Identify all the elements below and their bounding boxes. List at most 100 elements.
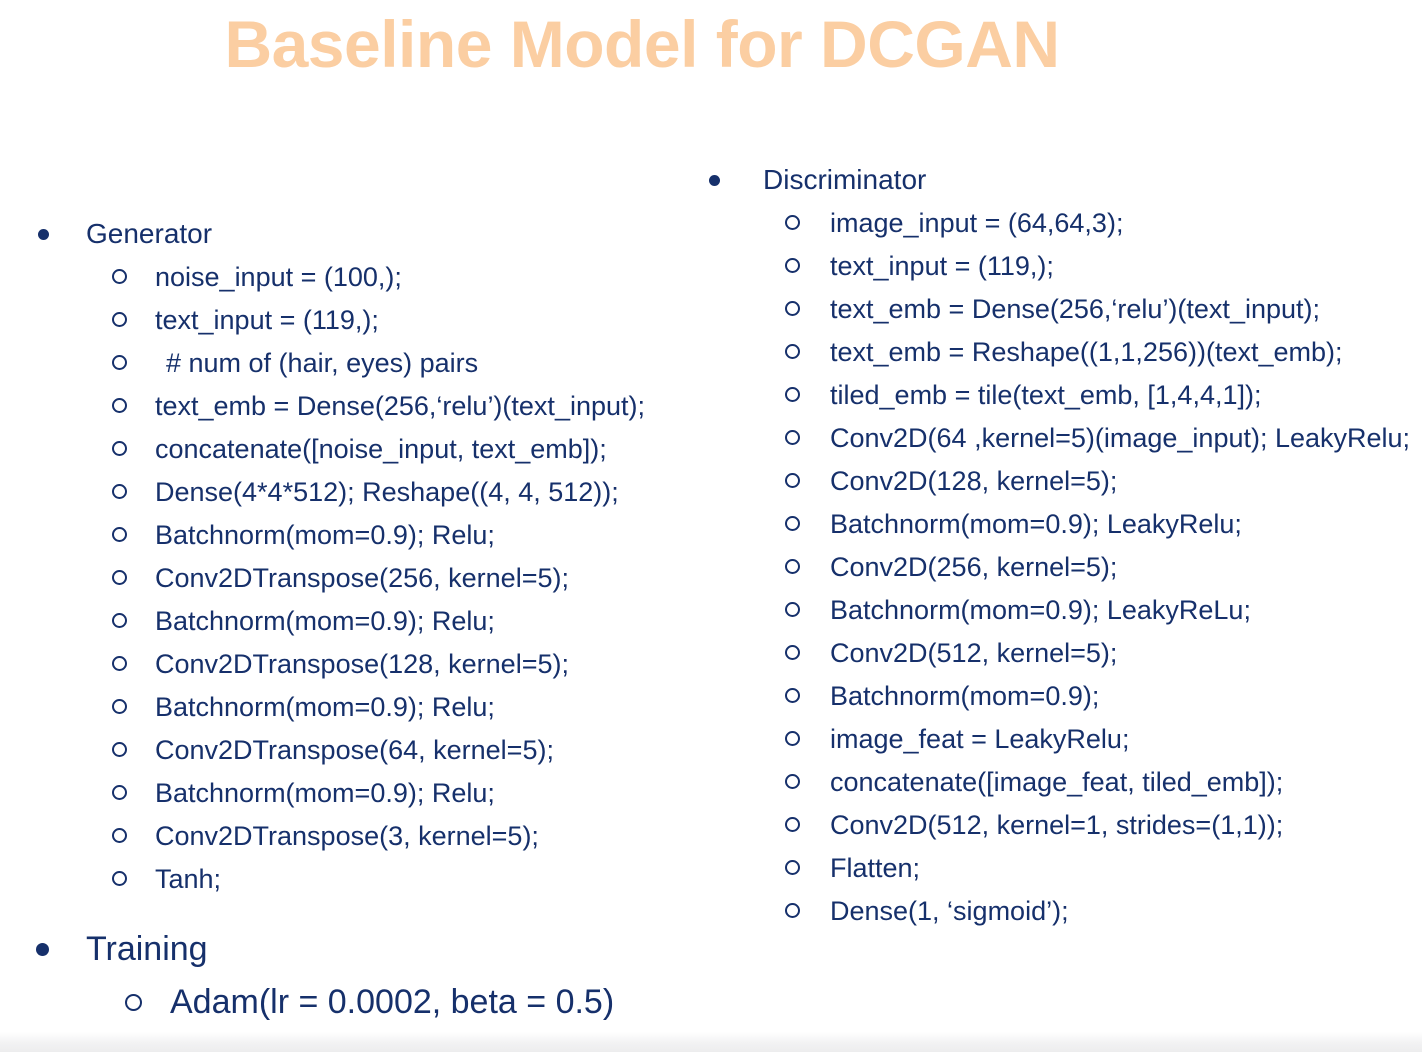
list-item: Conv2DTranspose(64, kernel=5); xyxy=(20,729,700,772)
filled-bullet-icon xyxy=(38,212,54,256)
discriminator-heading-label: Discriminator xyxy=(763,164,927,195)
hollow-bullet-icon xyxy=(112,557,127,600)
list-item: Conv2D(512, kernel=1, strides=(1,1)); xyxy=(695,804,1422,847)
hollow-bullet-icon xyxy=(785,503,800,546)
list-item: image_feat = LeakyRelu; xyxy=(695,718,1422,761)
generator-heading-label: Generator xyxy=(86,218,213,249)
list-item-label: Tanh; xyxy=(155,864,222,894)
hollow-bullet-icon xyxy=(785,374,800,417)
list-item-label: Conv2D(512, kernel=5); xyxy=(830,638,1118,668)
right-column: Discriminator image_input = (64,64,3); t… xyxy=(695,158,1422,933)
filled-bullet-icon xyxy=(709,158,725,202)
hollow-bullet-icon xyxy=(112,299,127,342)
generator-heading: Generator xyxy=(20,212,700,256)
list-item-label: image_input = (64,64,3); xyxy=(830,208,1124,238)
list-item-label: Conv2D(512, kernel=1, strides=(1,1)); xyxy=(830,810,1284,840)
list-item-label: tiled_emb = tile(text_emb, [1,4,4,1]); xyxy=(830,380,1262,410)
list-item: Dense(4*4*512); Reshape((4, 4, 512)); xyxy=(20,471,700,514)
list-item: Conv2D(512, kernel=5); xyxy=(695,632,1422,675)
list-item: Conv2DTranspose(3, kernel=5); xyxy=(20,815,700,858)
list-item-label: Batchnorm(mom=0.9); Relu; xyxy=(155,606,495,636)
list-item-label: text_emb = Dense(256,‘relu’)(text_input)… xyxy=(155,391,645,421)
list-item: Conv2D(256, kernel=5); xyxy=(695,546,1422,589)
discriminator-group: Discriminator image_input = (64,64,3); t… xyxy=(695,158,1422,933)
hollow-bullet-icon xyxy=(785,245,800,288)
hollow-bullet-icon xyxy=(785,202,800,245)
list-item-label: Batchnorm(mom=0.9); LeakyRelu; xyxy=(830,509,1242,539)
training-heading: Training xyxy=(20,923,700,975)
list-item: Batchnorm(mom=0.9); Relu; xyxy=(20,686,700,729)
list-item-label: image_feat = LeakyRelu; xyxy=(830,724,1130,754)
hollow-bullet-icon xyxy=(785,589,800,632)
hollow-bullet-icon xyxy=(785,718,800,761)
list-item: Batchnorm(mom=0.9); LeakyRelu; xyxy=(695,503,1422,546)
list-item-label: Batchnorm(mom=0.9); LeakyReLu; xyxy=(830,595,1251,625)
list-item-label: text_emb = Dense(256,‘relu’)(text_input)… xyxy=(830,294,1320,324)
hollow-bullet-icon xyxy=(112,471,127,514)
left-column: Generator noise_input = (100,); text_inp… xyxy=(20,212,700,1029)
list-item: Batchnorm(mom=0.9); xyxy=(695,675,1422,718)
list-item-label: noise_input = (100,); xyxy=(155,262,402,292)
list-item-label: Batchnorm(mom=0.9); Relu; xyxy=(155,692,495,722)
list-item-label: Adam(lr = 0.0002, beta = 0.5) xyxy=(170,983,615,1021)
hollow-bullet-icon xyxy=(125,975,142,1029)
list-item: Conv2DTranspose(128, kernel=5); xyxy=(20,643,700,686)
list-item: Batchnorm(mom=0.9); Relu; xyxy=(20,514,700,557)
list-item-label: text_emb = Reshape((1,1,256))(text_emb); xyxy=(830,337,1343,367)
list-item: Adam(lr = 0.0002, beta = 0.5) xyxy=(20,975,700,1029)
list-item: concatenate([image_feat, tiled_emb]); xyxy=(695,761,1422,804)
hollow-bullet-icon xyxy=(112,342,127,385)
list-item: Batchnorm(mom=0.9); LeakyReLu; xyxy=(695,589,1422,632)
bottom-chrome-band xyxy=(0,1032,1422,1052)
list-item: Dense(1, ‘sigmoid’); xyxy=(695,890,1422,933)
hollow-bullet-icon xyxy=(112,815,127,858)
list-item-label: concatenate([noise_input, text_emb]); xyxy=(155,434,607,464)
list-item-label: Batchnorm(mom=0.9); Relu; xyxy=(155,520,495,550)
hollow-bullet-icon xyxy=(112,385,127,428)
list-item: Conv2D(128, kernel=5); xyxy=(695,460,1422,503)
hollow-bullet-icon xyxy=(785,847,800,890)
list-item-label: Conv2DTranspose(64, kernel=5); xyxy=(155,735,554,765)
hollow-bullet-icon xyxy=(785,417,800,460)
list-item-label: Batchnorm(mom=0.9); Relu; xyxy=(155,778,495,808)
hollow-bullet-icon xyxy=(785,331,800,374)
generator-group: Generator noise_input = (100,); text_inp… xyxy=(20,212,700,901)
list-item-label: Batchnorm(mom=0.9); xyxy=(830,681,1100,711)
list-item-label: Conv2D(256, kernel=5); xyxy=(830,552,1118,582)
list-item-label: Dense(1, ‘sigmoid’); xyxy=(830,896,1069,926)
hollow-bullet-icon xyxy=(785,460,800,503)
list-item-label: Conv2DTranspose(3, kernel=5); xyxy=(155,821,539,851)
list-item-label: text_input = (119,); xyxy=(830,251,1054,281)
list-item: text_input = (119,); xyxy=(20,299,700,342)
hollow-bullet-icon xyxy=(785,890,800,933)
training-group: Training Adam(lr = 0.0002, beta = 0.5) xyxy=(20,923,700,1029)
hollow-bullet-icon xyxy=(112,600,127,643)
list-item: Tanh; xyxy=(20,858,700,901)
list-item: image_input = (64,64,3); xyxy=(695,202,1422,245)
list-item-label: Dense(4*4*512); Reshape((4, 4, 512)); xyxy=(155,477,619,507)
hollow-bullet-icon xyxy=(112,643,127,686)
list-item: # num of (hair, eyes) pairs xyxy=(20,342,700,385)
list-item: Conv2DTranspose(256, kernel=5); xyxy=(20,557,700,600)
training-heading-label: Training xyxy=(86,930,208,968)
filled-bullet-icon xyxy=(36,923,52,975)
list-item: text_input = (119,); xyxy=(695,245,1422,288)
hollow-bullet-icon xyxy=(112,772,127,815)
hollow-bullet-icon xyxy=(785,546,800,589)
list-item-label: Conv2DTranspose(256, kernel=5); xyxy=(155,563,569,593)
list-item: Flatten; xyxy=(695,847,1422,890)
hollow-bullet-icon xyxy=(785,675,800,718)
discriminator-heading: Discriminator xyxy=(695,158,1422,202)
list-item-label: Conv2D(128, kernel=5); xyxy=(830,466,1118,496)
list-item: text_emb = Reshape((1,1,256))(text_emb); xyxy=(695,331,1422,374)
list-item: noise_input = (100,); xyxy=(20,256,700,299)
hollow-bullet-icon xyxy=(112,858,127,901)
hollow-bullet-icon xyxy=(112,686,127,729)
hollow-bullet-icon xyxy=(785,632,800,675)
list-item-label: text_input = (119,); xyxy=(155,305,379,335)
list-item: text_emb = Dense(256,‘relu’)(text_input)… xyxy=(20,385,700,428)
list-item-label: Flatten; xyxy=(830,853,921,883)
list-item-label: Conv2DTranspose(128, kernel=5); xyxy=(155,649,569,679)
hollow-bullet-icon xyxy=(112,256,127,299)
hollow-bullet-icon xyxy=(112,428,127,471)
